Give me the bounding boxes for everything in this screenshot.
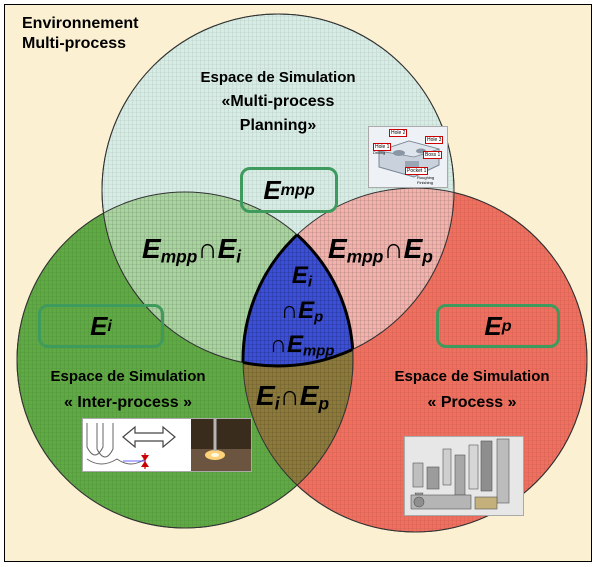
intersection-bottom: Ei∩Ep — [256, 380, 329, 414]
thumb-label-roughing: Roughing — [417, 175, 435, 180]
cutting-tools-icon — [410, 438, 510, 510]
b-op: ∩ — [279, 380, 300, 411]
center-line3: ∩Empp — [246, 331, 358, 366]
top-box-sub: mpp — [280, 180, 315, 199]
right-title-line1: Espace de Simulation — [394, 368, 550, 385]
thumb-label-hole1: Hole 1 — [373, 143, 392, 151]
c3-op: ∩ — [269, 331, 287, 359]
thumb-label-pocket1: Pocket 1 — [405, 167, 429, 175]
c2-sub: p — [314, 309, 324, 326]
part-features-thumbnail: Hole 2 Hole 3 Hole 1 Drilling Boss 1 Poc… — [368, 126, 448, 188]
toolpath-weld-icon — [86, 419, 251, 471]
tl-op: ∩ — [197, 233, 218, 264]
tr-b-sub: p — [422, 246, 433, 267]
intersection-top-left: Empp∩Ei — [142, 233, 241, 267]
environment-line1: Environnement — [22, 15, 139, 32]
thumb-label-boss1: Boss 1 — [423, 151, 443, 159]
top-box-symbol: E — [263, 174, 281, 205]
tr-a-sub: mpp — [346, 246, 384, 267]
center-line2: ∩Ep — [246, 297, 358, 332]
tl-b: E — [217, 233, 237, 264]
c2-op: ∩ — [280, 296, 299, 324]
left-title-line2: « Inter-process » — [63, 394, 193, 411]
b-a-sub: i — [274, 393, 280, 414]
c3: E — [286, 331, 303, 359]
right-box-sub: p — [501, 316, 512, 335]
tr-a: E — [328, 233, 347, 264]
environment-line2: Multi-process — [22, 35, 127, 52]
intersection-top-right: Empp∩Ep — [328, 233, 433, 267]
inter-process-thumbnail — [82, 418, 252, 472]
right-box-symbol: E — [484, 310, 502, 341]
b-b-sub: p — [318, 393, 330, 414]
tl-a: E — [142, 233, 161, 264]
left-box-sub: i — [107, 316, 112, 335]
left-circle-title: Espace de Simulation « Inter-process » — [14, 364, 242, 416]
b-a: E — [256, 380, 275, 411]
c3-sub: mpp — [302, 344, 335, 361]
left-box-symbol: E — [90, 310, 108, 341]
tr-op: ∩ — [383, 233, 404, 264]
b-b: E — [299, 380, 319, 411]
c2: E — [298, 296, 315, 324]
thumb-label-drilling: Drilling — [373, 150, 386, 155]
thumb-label-finishing: Finishing — [417, 180, 434, 185]
c1: E — [291, 262, 308, 289]
thumb-label-hole2: Hole 2 — [389, 129, 408, 137]
top-title-line3: Planning» — [239, 117, 317, 134]
top-title-line1: Espace de Simulation — [200, 69, 356, 86]
process-tools-thumbnail — [404, 436, 524, 516]
top-title-line2: «Multi-process — [221, 93, 335, 110]
tl-a-sub: mpp — [160, 246, 198, 267]
environment-title: Environnement Multi-process — [22, 14, 138, 54]
c1-sub: i — [307, 274, 313, 291]
right-circle-title: Espace de Simulation « Process » — [356, 364, 588, 416]
thumb-label-hole3: Hole 3 — [425, 136, 444, 144]
intersection-center: Ei ∩Ep ∩Empp — [246, 262, 358, 366]
center-line1: Ei — [246, 262, 358, 297]
tl-b-sub: i — [236, 246, 242, 267]
left-title-line1: Espace de Simulation — [50, 368, 206, 385]
tr-b: E — [403, 233, 423, 264]
right-title-line2: « Process » — [427, 394, 517, 411]
top-circle-title: Espace de Simulation «Multi-process Plan… — [178, 66, 378, 138]
